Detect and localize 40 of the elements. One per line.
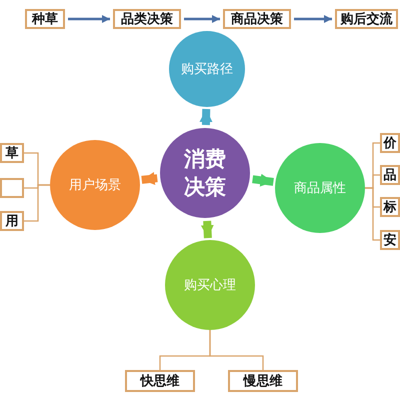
text-box <box>228 370 298 392</box>
text-box <box>380 230 400 250</box>
node-label: 种草 <box>32 11 58 28</box>
arrow <box>200 220 214 238</box>
node-label: 用 <box>6 213 18 230</box>
text-box <box>0 211 24 231</box>
node-label: 草 <box>6 145 18 162</box>
text-box <box>380 165 400 185</box>
node-label: 安 <box>384 232 396 249</box>
node-label: 快思维 <box>140 372 180 390</box>
node-label: 购买路径 <box>181 61 233 78</box>
node-label: 购后交流 <box>340 10 392 28</box>
text-box <box>113 9 181 29</box>
node-label: 品类决策 <box>121 11 173 28</box>
text-box <box>223 9 291 29</box>
text-box <box>0 143 24 163</box>
bracket-line <box>24 184 50 222</box>
node-label: 购买心理 <box>184 277 236 294</box>
arrow <box>252 174 274 187</box>
node-label: 标 <box>384 199 396 216</box>
node-label: 消费决策 <box>182 146 227 201</box>
text-box <box>25 9 65 29</box>
node-label: 慢思维 <box>244 372 282 390</box>
node-label: 价 <box>384 135 396 152</box>
arrow <box>184 15 220 23</box>
node-label: 商品属性 <box>294 180 346 197</box>
bracket-line <box>209 330 264 370</box>
arrow <box>199 108 212 126</box>
node-label: 用户场景 <box>69 177 121 194</box>
text-box <box>380 197 400 217</box>
text-box <box>335 9 398 29</box>
arrow <box>294 15 332 23</box>
bracket-line <box>365 187 380 241</box>
arrow <box>141 172 158 185</box>
text-box <box>380 133 400 153</box>
node-label: 品 <box>384 167 396 184</box>
arrow <box>68 15 110 23</box>
node-label: 商品决策 <box>231 10 283 28</box>
text-box <box>125 370 195 392</box>
empty-box <box>0 178 24 198</box>
